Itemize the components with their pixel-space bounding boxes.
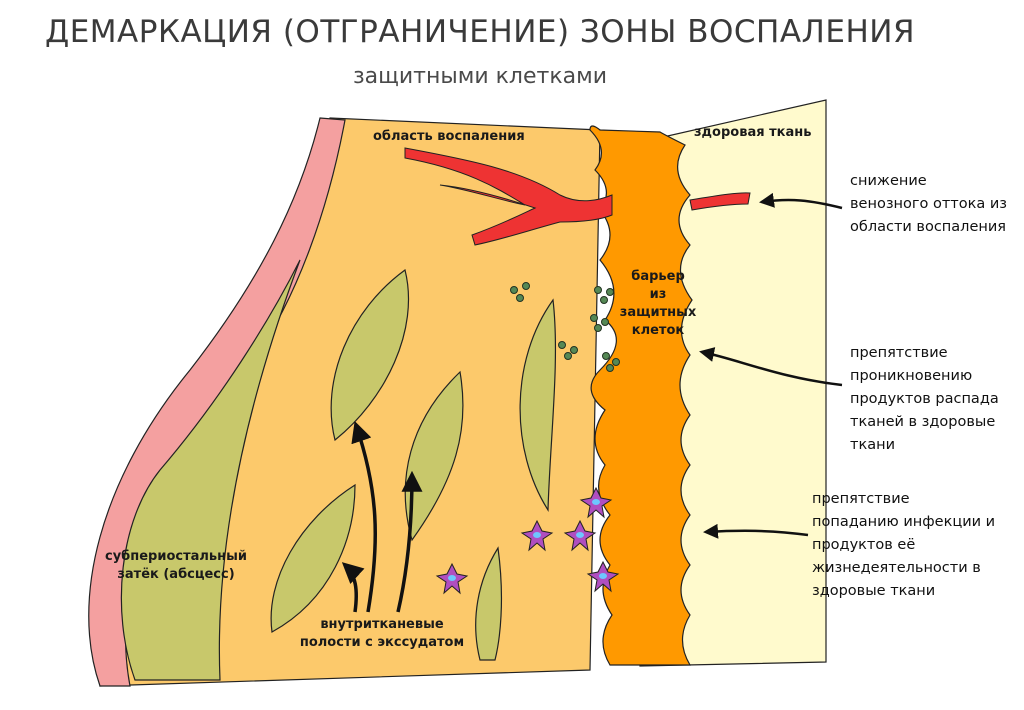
label-healthy-tissue: здоровая ткань [694, 125, 812, 140]
note-line: тканей в здоровые [850, 414, 996, 430]
phagocytes [435, 486, 620, 595]
label-barrier-line: барьер [631, 269, 685, 284]
label-barrier-line: клеток [631, 323, 685, 338]
label-abscess-line: затёк (абсцесс) [117, 567, 235, 582]
label-cavities-line: полости с экссудатом [299, 635, 465, 650]
note-infection: препятствие попаданию инфекции и продукт… [812, 488, 1012, 603]
bacteria-clusters [510, 282, 620, 372]
note-decay-products: препятствие проникновению продуктов расп… [850, 342, 1024, 457]
note-line: снижение [850, 173, 927, 189]
label-barrier-line: из [649, 287, 667, 302]
label-cavities: внутритканевые полости с экссудатом [292, 616, 472, 652]
page-title: ДЕМАРКАЦИЯ (ОТГРАНИЧЕНИЕ) ЗОНЫ ВОСПАЛЕНИ… [45, 14, 915, 50]
subperiosteal-abscess [120, 259, 301, 681]
blood-vessel [404, 147, 751, 246]
note-line: венозного оттока из [850, 196, 1008, 212]
protective-cell-barrier [589, 125, 693, 666]
note-line: продуктов её [812, 537, 916, 553]
label-abscess: субпериостальный затёк (абсцесс) [86, 548, 266, 584]
annotation-arrows [699, 192, 843, 539]
note-venous-outflow: снижение венозного оттока из области вос… [850, 170, 1024, 239]
label-barrier: барьер из защитных клеток [618, 268, 698, 340]
note-line: здоровые ткани [812, 583, 936, 599]
note-line: препятствие [850, 345, 948, 361]
note-line: продуктов распада [850, 391, 999, 407]
note-line: жизнедеятельности в [812, 560, 981, 576]
label-abscess-line: субпериостальный [104, 549, 247, 564]
note-line: области воспаления [850, 219, 1006, 235]
cavity-arrows [341, 421, 423, 613]
note-line: попаданию инфекции и [812, 514, 996, 530]
note-line: проникновению [850, 368, 973, 384]
page-subtitle: защитными клетками [352, 64, 608, 89]
label-barrier-line: защитных [619, 305, 697, 320]
exudate-cavities [270, 268, 557, 661]
note-line: ткани [850, 437, 895, 453]
note-line: препятствие [812, 491, 910, 507]
label-inflammation-area: область воспаления [373, 129, 525, 144]
label-cavities-line: внутритканевые [320, 617, 444, 632]
